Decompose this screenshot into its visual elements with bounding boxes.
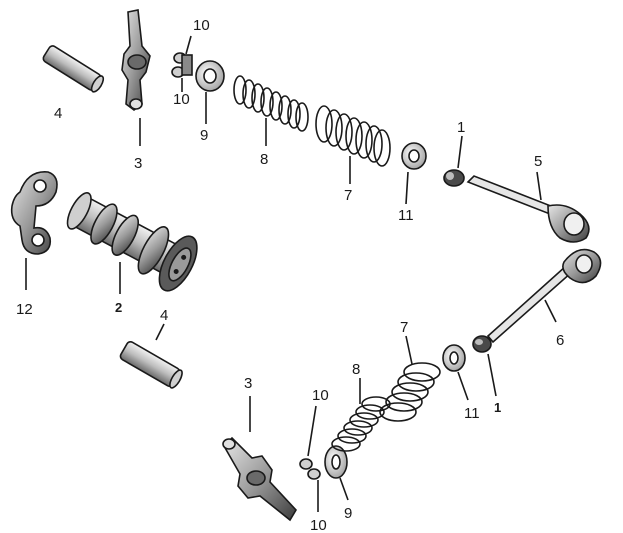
callout-11-top: 11 <box>398 207 414 224</box>
camshaft-2 <box>66 192 198 292</box>
callout-11-bottom: 11 <box>464 405 480 422</box>
callout-7-top: 7 <box>344 187 352 204</box>
outer-spring-top <box>315 105 391 167</box>
callout-1-top: 1 <box>457 119 465 136</box>
leader-1-bottom <box>487 353 497 397</box>
valve-seal-bottom <box>472 335 492 353</box>
callout-9-top: 9 <box>200 127 208 144</box>
rocker-shaft-top <box>42 45 105 93</box>
spring-retainer-top <box>195 60 225 92</box>
callout-8-bottom: 8 <box>352 361 360 378</box>
valve-6 <box>486 248 602 344</box>
callout-4-bottom: 4 <box>160 307 168 324</box>
leader-10-top-a <box>185 35 192 55</box>
leader-11-top <box>405 171 409 205</box>
callout-1-bottom: 1 <box>494 400 501 415</box>
callout-9-bottom: 9 <box>344 505 352 522</box>
valve-seal-top <box>443 169 465 187</box>
callout-3-bottom: 3 <box>244 375 252 392</box>
callout-4-top: 4 <box>54 105 62 122</box>
leader-9-bottom <box>339 477 349 501</box>
spring-retainer-bottom <box>324 445 348 479</box>
callout-6: 6 <box>556 332 564 349</box>
spring-seat-bottom <box>442 344 466 372</box>
leader-10-bottom-a <box>307 405 317 457</box>
leader-5 <box>536 171 542 201</box>
valve-5 <box>466 175 590 243</box>
callout-10-top-a: 10 <box>193 17 210 34</box>
callout-10-top-b: 10 <box>173 91 190 108</box>
bracket-12 <box>10 171 58 255</box>
valve-keepers-bottom <box>299 458 321 480</box>
rocker-shaft-bottom <box>119 341 183 389</box>
spring-seat-top <box>401 142 427 170</box>
callout-7-bottom: 7 <box>400 319 408 336</box>
rocker-arm-top <box>121 9 151 111</box>
valve-keepers-top <box>171 52 193 78</box>
leader-1-top <box>457 135 463 169</box>
callout-8-top: 8 <box>260 151 268 168</box>
callout-12: 12 <box>16 301 33 318</box>
callout-10-bottom-b: 10 <box>310 517 327 533</box>
callout-2: 2 <box>115 300 122 315</box>
leader-6 <box>544 299 557 323</box>
callout-10-bottom-a: 10 <box>312 387 329 404</box>
inner-spring-top <box>233 75 309 132</box>
leader-7-bottom <box>405 335 413 365</box>
callout-3-top: 3 <box>134 155 142 172</box>
leader-4-bottom <box>155 323 165 341</box>
leader-11-bottom <box>457 371 469 401</box>
outer-spring-bottom <box>379 362 441 422</box>
callout-5: 5 <box>534 153 542 170</box>
inner-spring-bottom <box>331 396 391 452</box>
rocker-arm-bottom <box>222 436 297 522</box>
